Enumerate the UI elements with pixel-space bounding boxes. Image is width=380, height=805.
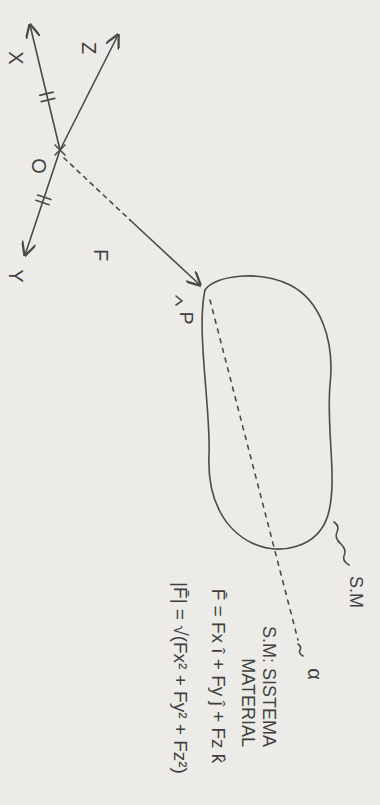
system-label: S.M <box>346 576 367 608</box>
angle-label: α <box>303 668 326 680</box>
axis-label: X <box>3 51 26 64</box>
leader-wave <box>298 644 303 656</box>
x-axis <box>30 25 60 150</box>
force-line-dashed <box>64 158 130 220</box>
leader-wave <box>334 522 349 565</box>
vector-label: F <box>89 249 112 261</box>
axis-label: Z <box>77 42 100 54</box>
vector-equation: F̄ = Fx î + Fy ĵ + Fz k̂ <box>207 589 229 764</box>
point-mark <box>176 296 182 305</box>
tick-mark <box>41 98 55 101</box>
z-axis <box>60 35 118 150</box>
tick-mark <box>40 92 54 95</box>
axis-label: Y <box>3 269 26 282</box>
tick-mark <box>36 200 49 204</box>
origin-mark <box>55 145 65 155</box>
origin-label: O <box>27 158 50 174</box>
point-label: P <box>175 312 197 325</box>
definition-note: S.M: SISTEMA MATERIAL <box>237 597 278 747</box>
magnitude-equation: |F̄| = √(Fx² + Fy² + Fz²) <box>169 582 191 774</box>
y-axis <box>25 150 60 255</box>
tick-mark <box>38 195 51 200</box>
force-arrow <box>130 220 200 285</box>
material-system-blob <box>202 276 332 549</box>
